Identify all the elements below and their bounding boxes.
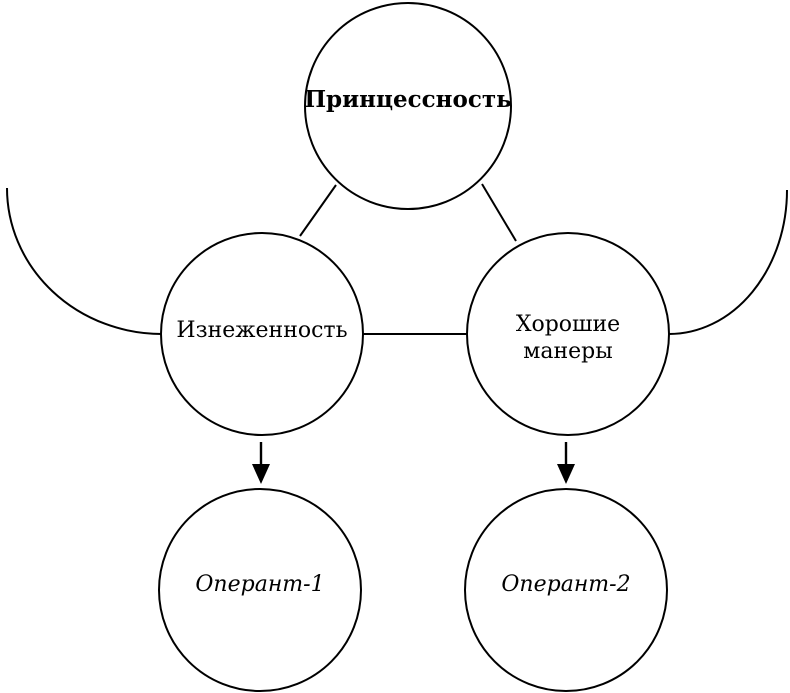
- arrowhead-down-icon: [557, 464, 575, 484]
- node-circle-iznezhennost: [160, 232, 364, 436]
- node-circle-operant-1: [158, 488, 362, 692]
- node-label-operant-1: Оперант-1: [195, 572, 325, 597]
- node-label-operant-2: Оперант-2: [501, 572, 631, 597]
- edge-top-to-midleft: [299, 184, 337, 237]
- arrowhead-down-icon: [252, 464, 270, 484]
- edge-curve-left: [6, 187, 163, 335]
- node-label-iznezhennost: Изнеженность: [176, 318, 348, 343]
- node-circle-operant-2: [464, 488, 668, 692]
- node-label-horoshie-manery-line1: Хорошие: [515, 312, 621, 337]
- node-label-horoshie-manery: Хорошие манеры: [516, 311, 620, 365]
- node-circle-horoshie-manery: [466, 232, 670, 436]
- edge-top-to-midright: [481, 183, 517, 242]
- node-circle-princessnost: [304, 2, 512, 210]
- node-label-horoshie-manery-line2: манеры: [523, 339, 613, 364]
- node-label-princessnost: Принцессность: [304, 86, 512, 113]
- edge-curve-right: [668, 189, 788, 335]
- arrow-to-operant-2: [557, 442, 575, 484]
- arrow-to-operant-1: [252, 442, 270, 484]
